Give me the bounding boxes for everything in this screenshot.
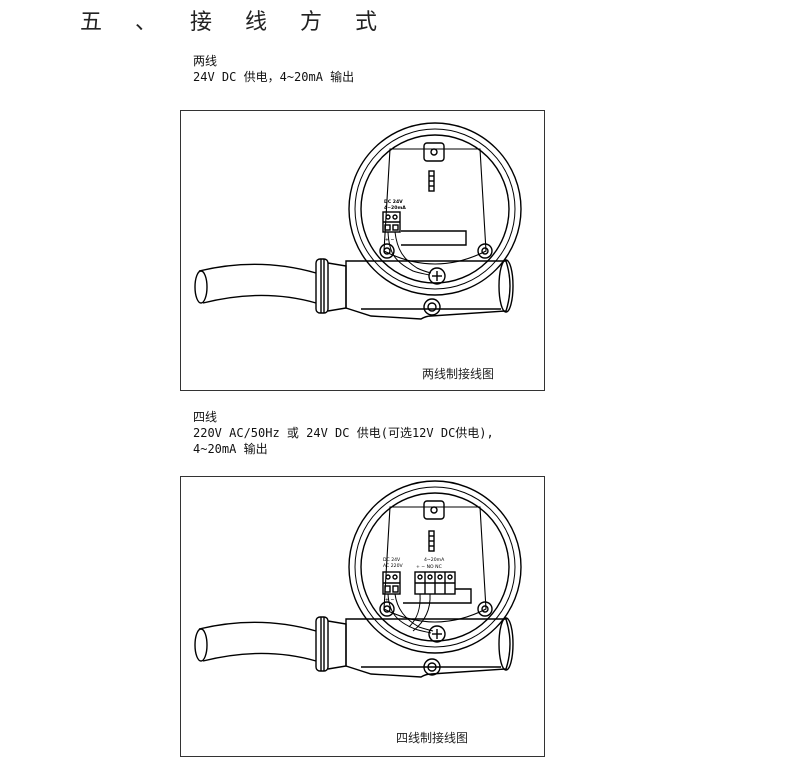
top-bracket: [423, 142, 445, 162]
terminal-polarity: + −: [385, 237, 394, 243]
two-wire-title: 两线: [193, 54, 218, 68]
cable-top-edge: [198, 263, 317, 274]
four-wire-description-2: 4~20mA 输出: [193, 442, 268, 456]
two-wire-diagram: DC 24V 4~20mA + − 两线制接线图: [180, 110, 545, 391]
cable-top-edge: [198, 621, 317, 632]
terminal-label-top: DC 24V: [384, 199, 403, 205]
cable-end: [194, 270, 208, 304]
four-wire-diagram: DC 24V AC 220V 4~20mA + − NO NC + − 四线制接…: [180, 476, 545, 757]
four-wire-title: 四线: [193, 410, 218, 424]
four-wire-drawing: DC 24V AC 220V 4~20mA + − NO NC + −: [194, 480, 522, 678]
ground-screw: [428, 625, 446, 643]
terminal-label-bottom: 4~20mA: [384, 205, 406, 211]
housing-end-cap: [498, 259, 514, 313]
four-wire-text: 四线 220V AC/50Hz 或 24V DC 供电(可选12V DC供电),…: [193, 409, 494, 457]
two-wire-description: 24V DC 供电，4~20mA 输出: [193, 70, 355, 84]
power-polarity: + −: [385, 597, 394, 603]
cable-bottom-edge: [202, 294, 317, 304]
inner-board: [383, 506, 487, 623]
bottom-screw-outer: [423, 658, 441, 676]
four-wire-description-1: 220V AC/50Hz 或 24V DC 供电(可选12V DC供电),: [193, 426, 494, 440]
two-wire-caption: 两线制接线图: [422, 367, 495, 381]
cable-bottom-edge: [202, 652, 317, 662]
inner-board: [383, 148, 487, 265]
left-mount-screw: [379, 243, 395, 259]
cable-end: [194, 628, 208, 662]
bottom-screw-outer: [423, 298, 441, 316]
power-label-bottom: AC 220V: [383, 563, 403, 569]
gland-body: [327, 262, 347, 312]
cover-strip: [401, 230, 467, 246]
housing-end-cap: [498, 617, 514, 671]
top-bracket: [423, 500, 445, 520]
two-wire-text: 两线 24V DC 供电，4~20mA 输出: [193, 53, 354, 85]
ground-screw: [428, 267, 446, 285]
output-label: 4~20mA: [424, 557, 445, 563]
section-title: 五 、 接 线 方 式: [80, 10, 390, 35]
left-mount-screw: [379, 601, 395, 617]
two-wire-drawing: DC 24V 4~20mA + −: [194, 122, 522, 320]
power-label-top: DC 24V: [383, 557, 401, 563]
cover-strip: [403, 588, 472, 604]
gland-nut: [315, 258, 329, 314]
enclosure-outer-ring: [348, 122, 522, 296]
output-pins: + − NO NC: [416, 564, 442, 570]
housing-body: [345, 618, 511, 678]
right-mount-screw: [477, 601, 493, 617]
gland-nut: [315, 616, 329, 672]
enclosure-outer-ring: [348, 480, 522, 654]
housing-body: [345, 260, 511, 320]
gland-body: [327, 620, 347, 670]
four-wire-caption: 四线制接线图: [396, 731, 469, 745]
right-mount-screw: [477, 243, 493, 259]
